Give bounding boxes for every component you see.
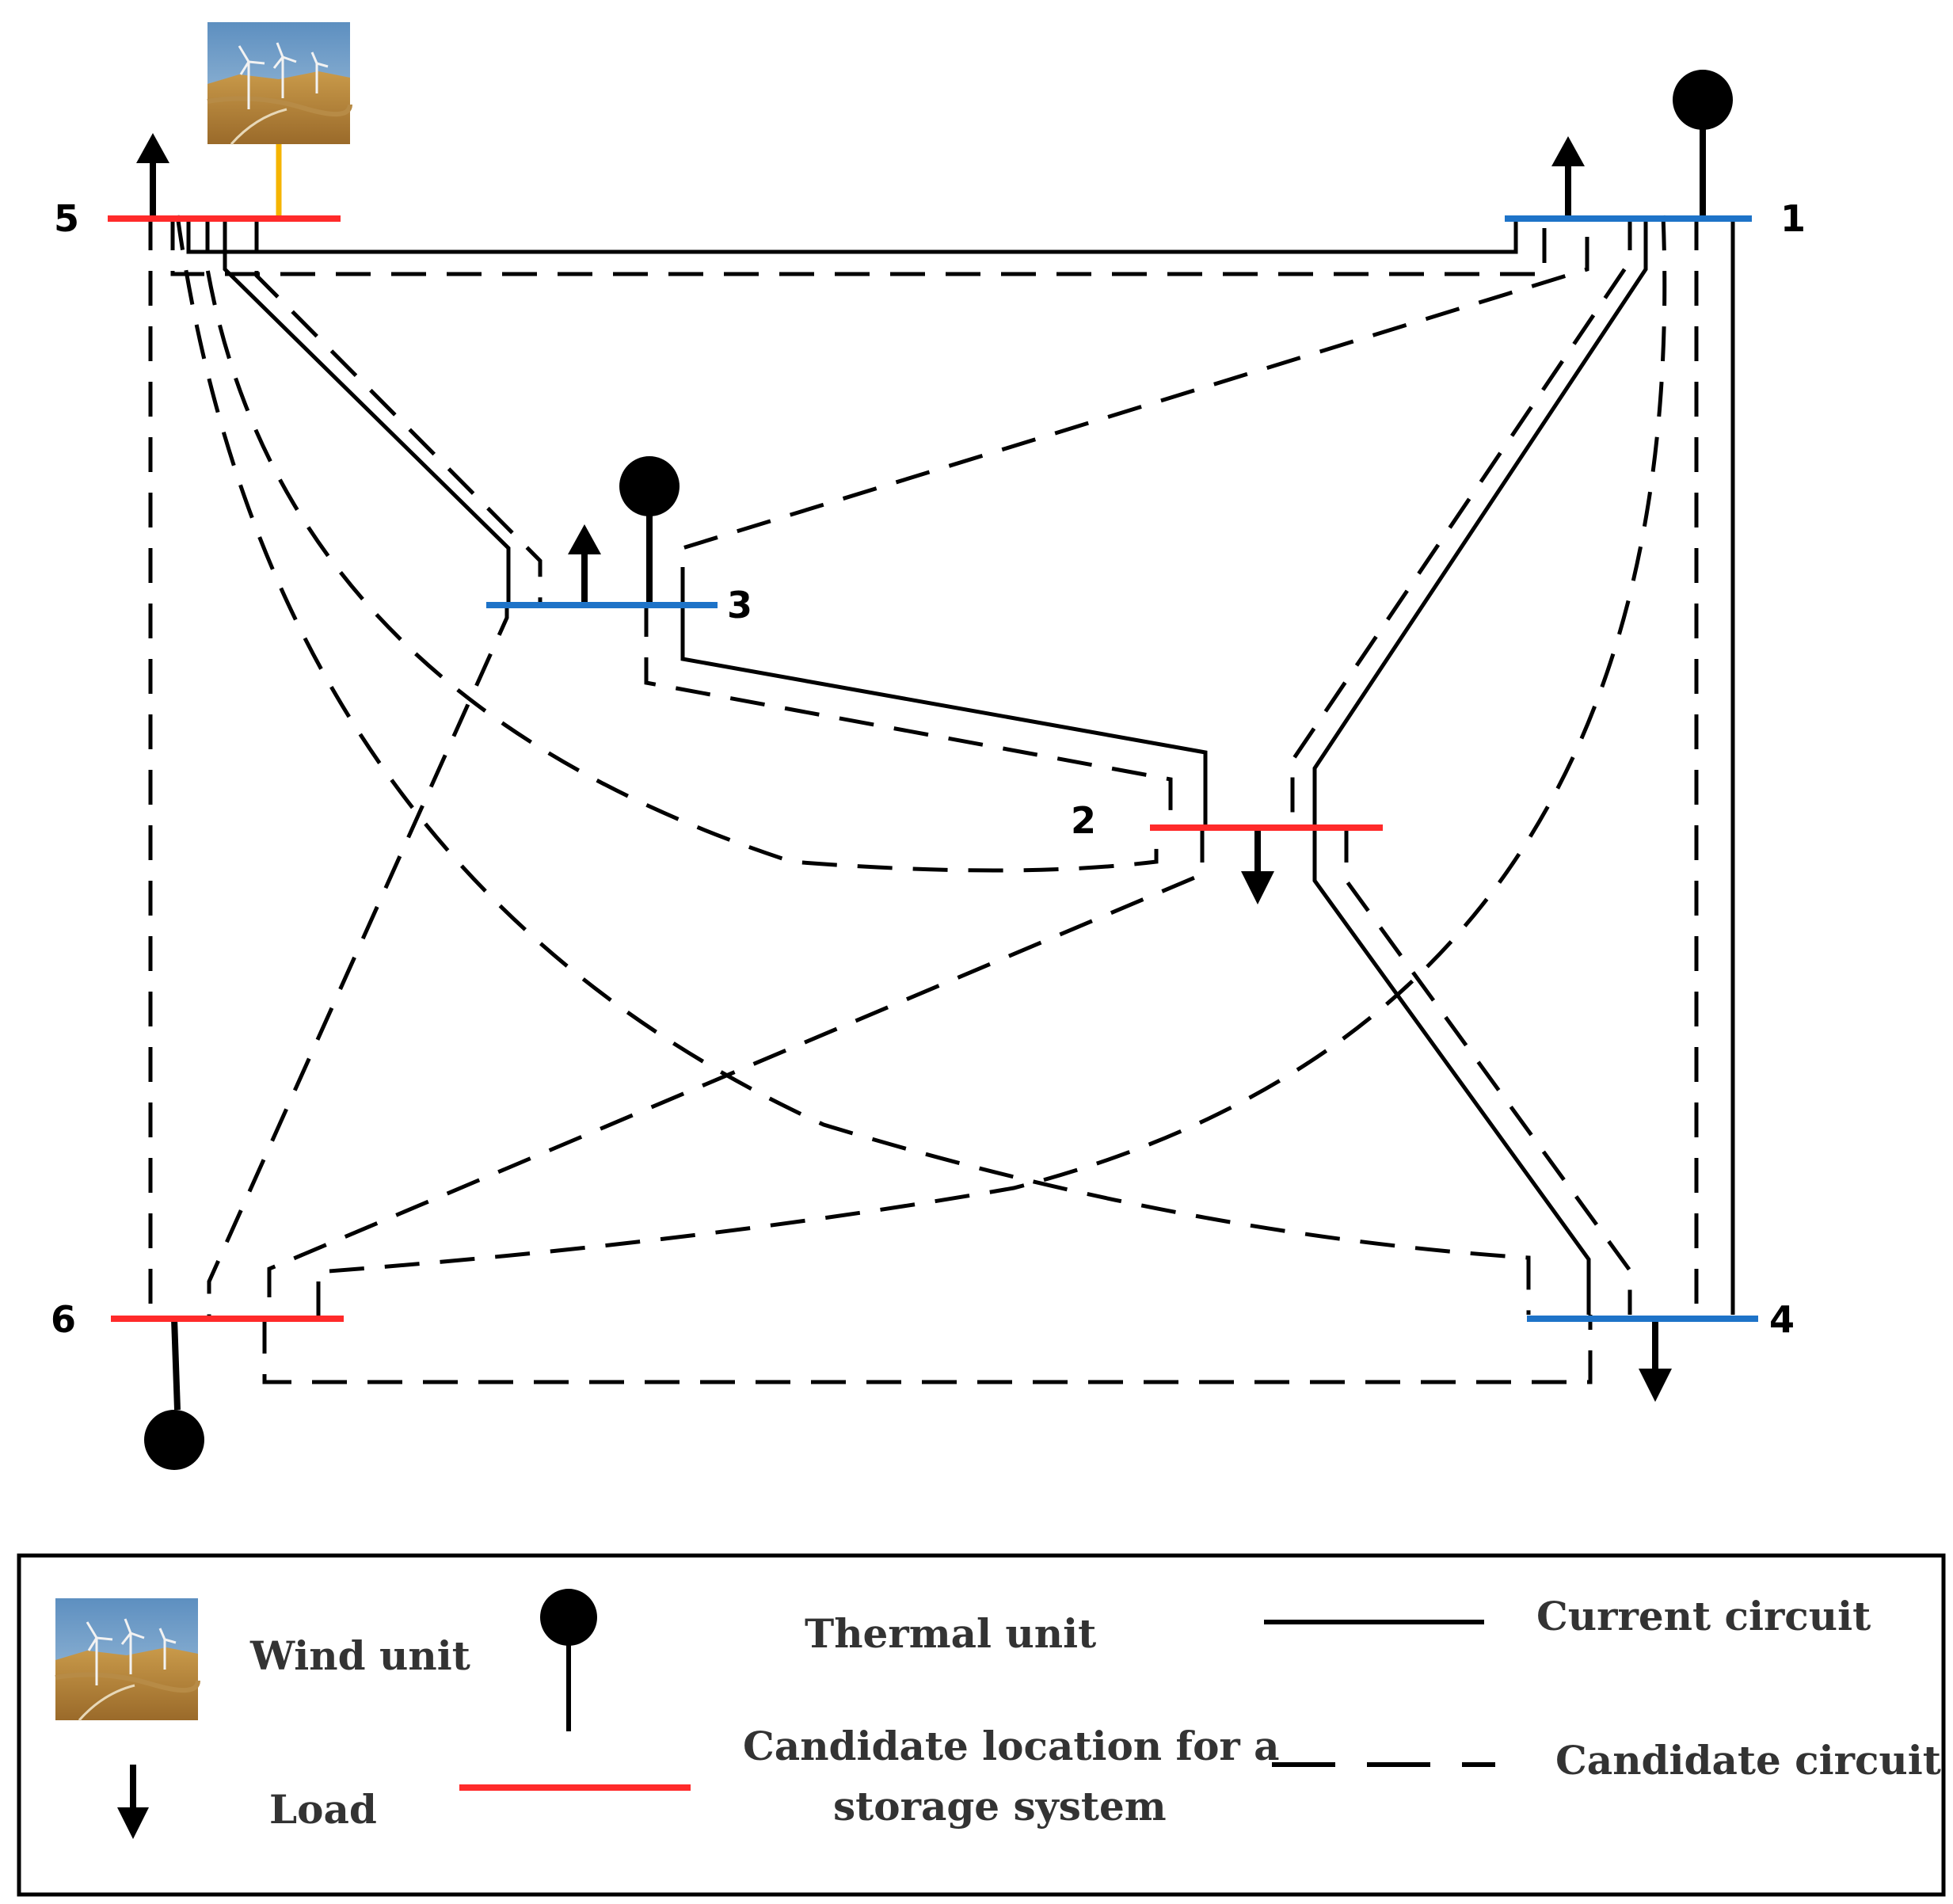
- candidate-circuit-5-3: [254, 215, 542, 602]
- legend-load-arrowhead: [117, 1807, 149, 1839]
- candidate-circuit-5-4: [175, 215, 1531, 1315]
- candidate-circuit-3-6: [207, 602, 509, 1319]
- current-circuit-2-4: [1312, 828, 1591, 1315]
- legend-candidate-location-label-line2: storage system: [833, 1783, 1167, 1830]
- load-arrowhead-bus-4: [1639, 1369, 1672, 1402]
- load-arrowhead-bus-3: [568, 524, 601, 554]
- legend-box: [17, 1553, 1946, 1897]
- thermal-unit-bus-1: [1673, 70, 1733, 130]
- legend-load-label: Load: [269, 1786, 377, 1833]
- thermal-unit-bus-6: [144, 1410, 204, 1470]
- bus-6-label: 6: [51, 1298, 76, 1341]
- candidate-circuit-6-4: [262, 1315, 1593, 1384]
- candidate-circuit-3-2: [644, 602, 1173, 828]
- legend-current-circuit-label: Current circuit: [1536, 1593, 1871, 1639]
- bus-5-label: 5: [54, 197, 79, 240]
- candidate-circuit-5-2: [205, 215, 1159, 873]
- thermal-unit-bus-3: [619, 456, 680, 516]
- legend-candidate-location-label-line1: Candidate location for a: [743, 1723, 1280, 1769]
- candidate-circuit-5-1: [170, 215, 1547, 276]
- bus-1-label: 1: [1780, 197, 1806, 240]
- candidate-circuit-2-4: [1344, 828, 1632, 1315]
- legend-wind-unit-label: Wind unit: [249, 1632, 470, 1679]
- legend-thermal-unit-label: Thermal unit: [805, 1610, 1096, 1657]
- current-circuit-3-2: [680, 602, 1208, 828]
- legend-candidate-circuit-label: Candidate circuit: [1555, 1737, 1941, 1784]
- legend: Wind unit Thermal unit Current circuit L…: [17, 1553, 1946, 1897]
- load-arrowhead-bus-1: [1551, 136, 1585, 166]
- candidate-circuit-1-6: [316, 215, 1667, 1319]
- candidate-circuit-2-6: [267, 828, 1205, 1319]
- thermal-unit-stem-bus-6: [171, 1318, 181, 1411]
- wind-unit-image-bus-5: [207, 22, 350, 144]
- current-circuit-5-1: [186, 215, 1518, 254]
- current-circuit-1-2: [1312, 215, 1648, 828]
- load-arrowhead-bus-2: [1241, 871, 1274, 904]
- load-arrowhead-bus-5: [136, 133, 169, 163]
- current-circuit-5-3: [223, 215, 511, 602]
- bus-4-label: 4: [1769, 1298, 1795, 1341]
- bus-2-label: 2: [1071, 799, 1096, 842]
- bus-3-label: 3: [727, 584, 752, 626]
- candidate-circuit-1-2: [1290, 215, 1632, 828]
- legend-thermal-unit-icon: [540, 1589, 597, 1646]
- candidate-circuit-3-1: [680, 215, 1589, 602]
- legend-wind-unit-icon: [55, 1598, 198, 1720]
